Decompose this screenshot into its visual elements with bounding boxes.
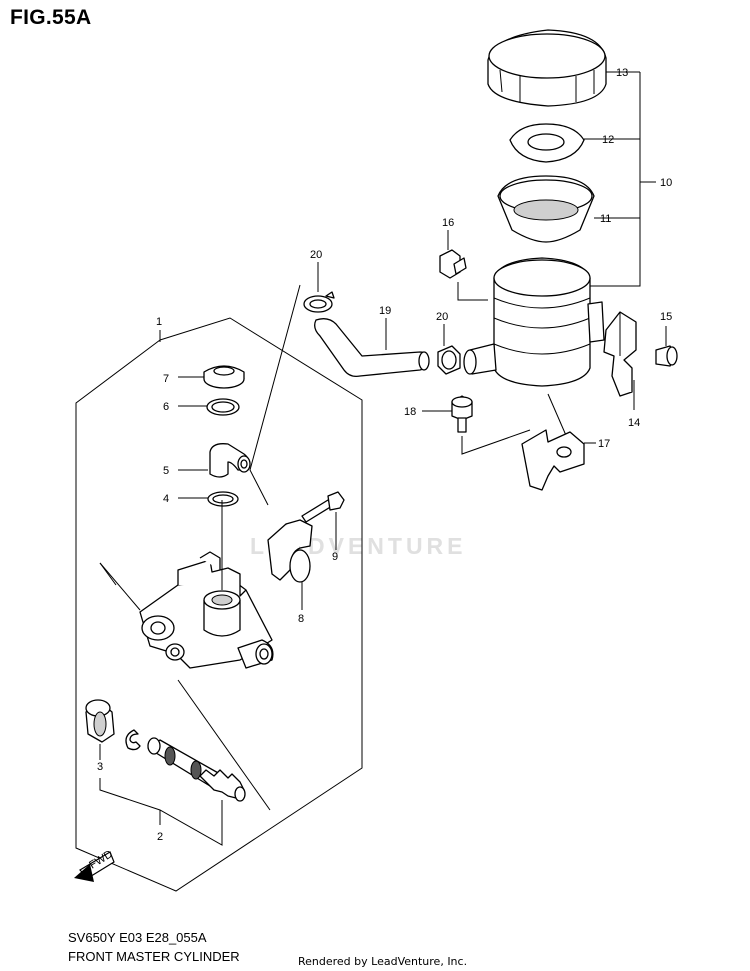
figure-title: FIG.55A (10, 6, 92, 29)
callout-5: 5 (163, 465, 169, 477)
reservoir-diaphragm[interactable] (497, 175, 640, 243)
callout-18: 18 (404, 406, 416, 418)
hose-connector[interactable] (178, 443, 251, 478)
callout-14: 14 (628, 417, 640, 429)
reservoir-mounting-bracket[interactable] (603, 311, 637, 410)
callout-16: 16 (442, 217, 454, 229)
reservoir-holder[interactable] (521, 429, 596, 491)
bracket-bolt[interactable] (422, 395, 473, 433)
callout-11: 11 (600, 213, 611, 225)
o-ring[interactable] (178, 491, 239, 507)
reservoir-boot[interactable] (178, 365, 245, 389)
callout-17: 17 (598, 438, 610, 450)
render-credit: Rendered by LeadVenture, Inc. (298, 955, 468, 968)
callout-12: 12 (602, 134, 614, 146)
callout-7: 7 (163, 373, 169, 385)
callout-13: 13 (616, 67, 628, 79)
reservoir-cap[interactable] (487, 29, 640, 107)
callout-3: 3 (97, 761, 103, 773)
callout-8: 8 (298, 613, 304, 625)
clamp-bolt[interactable] (301, 491, 345, 550)
piston-circlip[interactable] (125, 729, 141, 751)
callout-10: 10 (660, 177, 672, 189)
master-cylinder-body[interactable] (139, 500, 274, 669)
reservoir-screw-upper[interactable] (439, 230, 467, 279)
callout-15: 15 (660, 311, 672, 323)
forward-direction-arrow: FWD (74, 848, 115, 882)
callout-20-lower: 20 (436, 311, 448, 323)
model-code: SV650Y E03 E28_055A (68, 930, 207, 945)
circlip[interactable] (178, 398, 240, 416)
hose-clamp-upper[interactable] (303, 262, 335, 313)
handlebar-clamp[interactable] (267, 519, 313, 610)
callout-6: 6 (163, 401, 169, 413)
figure-caption: FRONT MASTER CYLINDER (68, 949, 240, 964)
callout-1: 1 (156, 316, 162, 328)
reservoir-hose[interactable] (314, 318, 430, 378)
piston-set[interactable] (147, 737, 246, 802)
callout-20-upper: 20 (310, 249, 322, 261)
bracket-screw[interactable] (655, 326, 678, 367)
callout-2: 2 (157, 831, 163, 843)
callout-4: 4 (163, 493, 169, 505)
callout-19: 19 (379, 305, 391, 317)
piston-boot[interactable] (85, 699, 115, 760)
master-cylinder-assembly-bracket (75, 317, 363, 892)
hose-clamp-lower[interactable] (437, 324, 461, 375)
reservoir-plate[interactable] (509, 123, 640, 163)
reservoir-tank[interactable] (463, 257, 605, 387)
callout-9: 9 (332, 551, 338, 563)
